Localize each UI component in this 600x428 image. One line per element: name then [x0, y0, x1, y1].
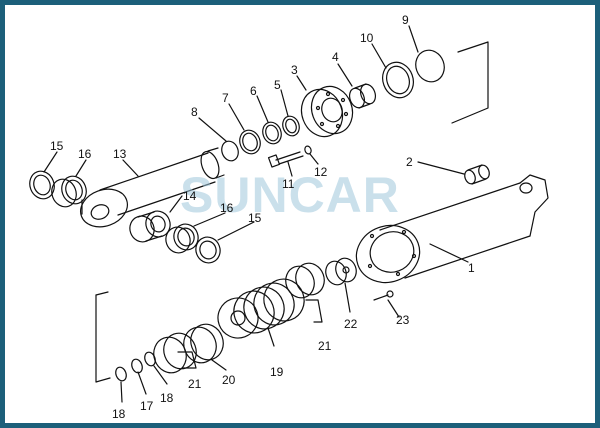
part-12-washer	[304, 145, 312, 155]
part-2-bushing	[464, 164, 490, 185]
part-23-screw	[373, 290, 394, 301]
callout-19: 19	[270, 365, 284, 379]
watermark-text: SUNCAR	[180, 167, 400, 223]
callout-4: 4	[332, 50, 339, 64]
callout-21-lower: 21	[188, 377, 202, 391]
callout-16-upper: 16	[78, 147, 92, 161]
callout-11: 11	[282, 177, 295, 191]
bracket-top	[451, 41, 489, 124]
callout-22: 22	[344, 317, 358, 331]
part-4-bushing	[348, 83, 377, 109]
callout-14: 14	[183, 189, 197, 203]
callout-21-upper: 21	[318, 339, 332, 353]
callout-20: 20	[222, 373, 236, 387]
callout-12: 12	[314, 165, 328, 179]
part-7-ring	[239, 129, 261, 155]
part-10-ring	[382, 61, 414, 99]
part-14-bushing	[129, 210, 171, 243]
callout-9: 9	[402, 13, 409, 27]
part-17-ring	[131, 358, 143, 374]
callout-10: 10	[360, 31, 374, 45]
part-13-rod	[80, 147, 225, 228]
callout-2: 2	[406, 155, 413, 169]
callout-6: 6	[250, 84, 257, 98]
callout-1: 1	[468, 261, 475, 275]
part-11-bolt	[267, 151, 304, 168]
part-19-piston	[217, 278, 305, 339]
part-18-ring-b	[115, 366, 127, 382]
callout-15-lower: 15	[248, 211, 262, 225]
part-15-ring-upper	[29, 170, 55, 200]
callout-15-upper: 15	[50, 139, 64, 153]
part-18-ring-a	[144, 351, 156, 367]
part-3-head	[300, 85, 354, 138]
part-1-tube	[355, 174, 549, 284]
part-16-bushing-upper	[51, 175, 87, 208]
callout-18-b: 18	[112, 407, 126, 421]
part-15-ring-lower	[195, 236, 221, 264]
callout-18-a: 18	[160, 391, 174, 405]
callout-7: 7	[222, 91, 229, 105]
callout-16-lower: 16	[220, 201, 234, 215]
callout-5: 5	[274, 78, 281, 92]
part-8-snapring	[221, 140, 239, 162]
callout-8: 8	[191, 105, 198, 119]
callout-3: 3	[291, 63, 298, 77]
callout-23: 23	[396, 313, 410, 327]
callout-13: 13	[113, 147, 127, 161]
part-9-oring	[415, 49, 445, 83]
part-22-nut	[325, 257, 357, 286]
callout-17: 17	[140, 399, 154, 413]
part-16-bushing-lower	[165, 223, 199, 254]
part-5-ring	[282, 115, 300, 137]
part-21-rings-upper	[285, 262, 325, 299]
tube-end-flange	[355, 224, 421, 284]
part-6-ring	[262, 121, 282, 145]
bracket-bottom-left	[95, 294, 111, 383]
